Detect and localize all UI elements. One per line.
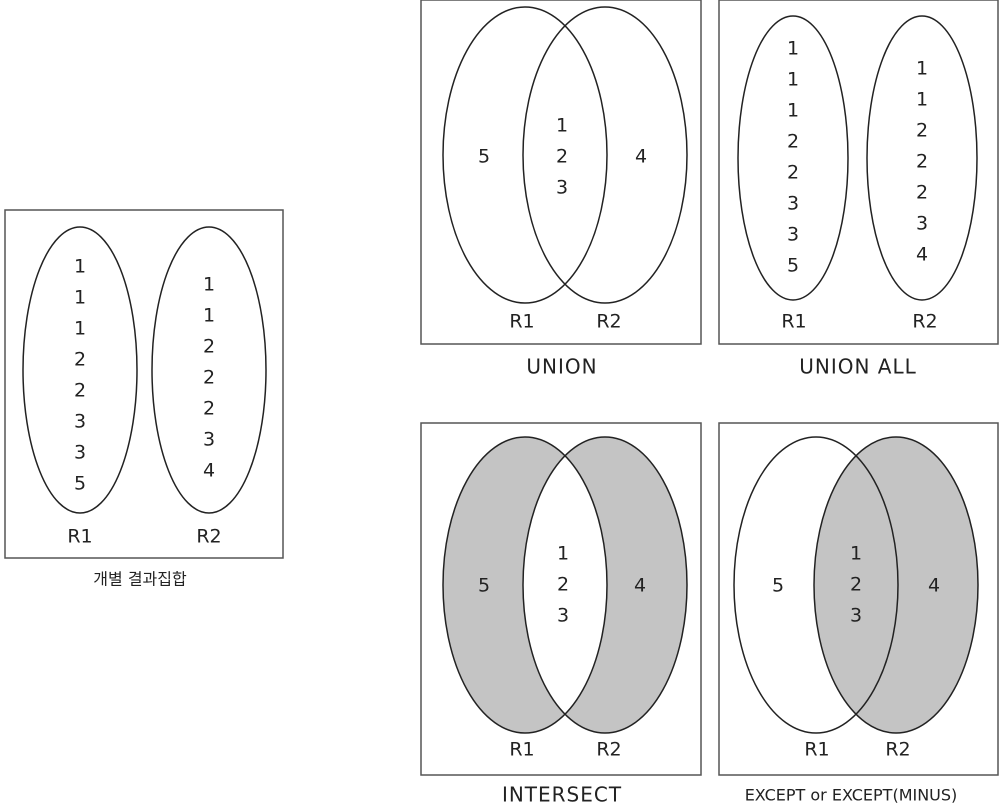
set-value: 2 (203, 336, 215, 358)
panel-frame (420, 0, 702, 345)
set-value: 2 (850, 574, 862, 596)
left-only-value: 5 (478, 575, 490, 597)
set-value: 1 (557, 543, 569, 565)
set-value: 2 (557, 574, 569, 596)
set-value: 2 (203, 367, 215, 389)
set-value: 2 (74, 380, 86, 402)
r1-ellipse (442, 436, 608, 734)
set-value: 1 (787, 38, 799, 60)
r2-label: R2 (885, 739, 910, 761)
set-value: 1 (203, 274, 215, 296)
set-value: 3 (203, 429, 215, 451)
set-value: 3 (787, 224, 799, 246)
set-value: 1 (916, 58, 928, 80)
set-value: 1 (74, 256, 86, 278)
r2-ellipse (813, 436, 979, 734)
set-value: 2 (916, 182, 928, 204)
set-value: 5 (787, 255, 799, 277)
set-value: 3 (556, 177, 568, 199)
panel-frame (718, 0, 999, 345)
left-only-value: 5 (478, 146, 490, 168)
shaded-regions (443, 437, 687, 733)
right-only-value: 4 (928, 575, 940, 597)
set-value: 2 (74, 349, 86, 371)
panel-caption: EXCEPT or EXCEPT(MINUS) (745, 786, 958, 805)
set-value: 2 (916, 151, 928, 173)
r2-only-region (523, 437, 687, 733)
r1-ellipse (442, 6, 608, 304)
set-value: 2 (556, 146, 568, 168)
panel-frame (420, 422, 702, 776)
set-value: 1 (787, 100, 799, 122)
set-value: 1 (203, 305, 215, 327)
set-value: 3 (74, 411, 86, 433)
r1-ellipse (22, 226, 138, 514)
set-value: 3 (916, 213, 928, 235)
set-value: 3 (557, 605, 569, 627)
set-value: 4 (203, 460, 215, 482)
set-value: 4 (916, 244, 928, 266)
panel-intersect: 5 1 2 3 4 R1 R2 INTERSECT (420, 422, 702, 807)
set-value: 1 (850, 543, 862, 565)
set-value: 1 (916, 89, 928, 111)
r1-label: R1 (509, 739, 534, 761)
r2-label: R2 (912, 311, 937, 333)
panel-caption: 개별 결과집합 (93, 570, 187, 589)
panel-frame (718, 422, 999, 776)
set-value: 2 (203, 398, 215, 420)
r2-ellipse (866, 15, 978, 301)
set-value: 1 (787, 69, 799, 91)
r1-label: R1 (67, 526, 92, 548)
set-value: 3 (850, 605, 862, 627)
panel-frame (4, 209, 284, 559)
set-value: 3 (74, 442, 86, 464)
left-only-value: 5 (772, 575, 784, 597)
r2-ellipse (522, 436, 688, 734)
right-only-value: 4 (635, 146, 647, 168)
panel-union: 5 1 2 3 4 R1 R2 UNION (420, 0, 702, 379)
panel-except: 5 1 2 3 4 R1 R2 EXCEPT or EXCEPT(MINUS) (718, 422, 999, 805)
r2-shaded-region (814, 437, 978, 733)
set-value: 3 (787, 193, 799, 215)
set-value: 1 (74, 318, 86, 340)
r2-label: R2 (596, 311, 621, 333)
right-only-value: 4 (634, 575, 646, 597)
r1-label: R1 (804, 739, 829, 761)
set-value: 1 (74, 287, 86, 309)
panel-union-all: 1 1 1 2 2 3 3 5 1 1 2 2 2 3 4 R1 R2 UNION ALL (718, 0, 999, 379)
panel-individual: 1 1 1 2 2 3 3 5 1 1 2 2 2 3 4 R1 R2 개별 결과집합 (4, 209, 284, 589)
panel-caption: UNION (526, 355, 597, 379)
r1-ellipse (733, 436, 899, 734)
r1-label: R1 (781, 311, 806, 333)
r2-ellipse (151, 226, 267, 514)
set-value: 1 (556, 115, 568, 137)
r1-ellipse (737, 15, 849, 301)
panel-caption: UNION ALL (799, 355, 917, 379)
panel-caption: INTERSECT (502, 783, 622, 807)
set-value: 5 (74, 473, 86, 495)
set-value: 2 (787, 131, 799, 153)
r2-label: R2 (196, 526, 221, 548)
r2-label: R2 (596, 739, 621, 761)
set-value: 2 (787, 162, 799, 184)
set-value: 2 (916, 120, 928, 142)
r1-label: R1 (509, 311, 534, 333)
r2-ellipse (522, 6, 688, 304)
